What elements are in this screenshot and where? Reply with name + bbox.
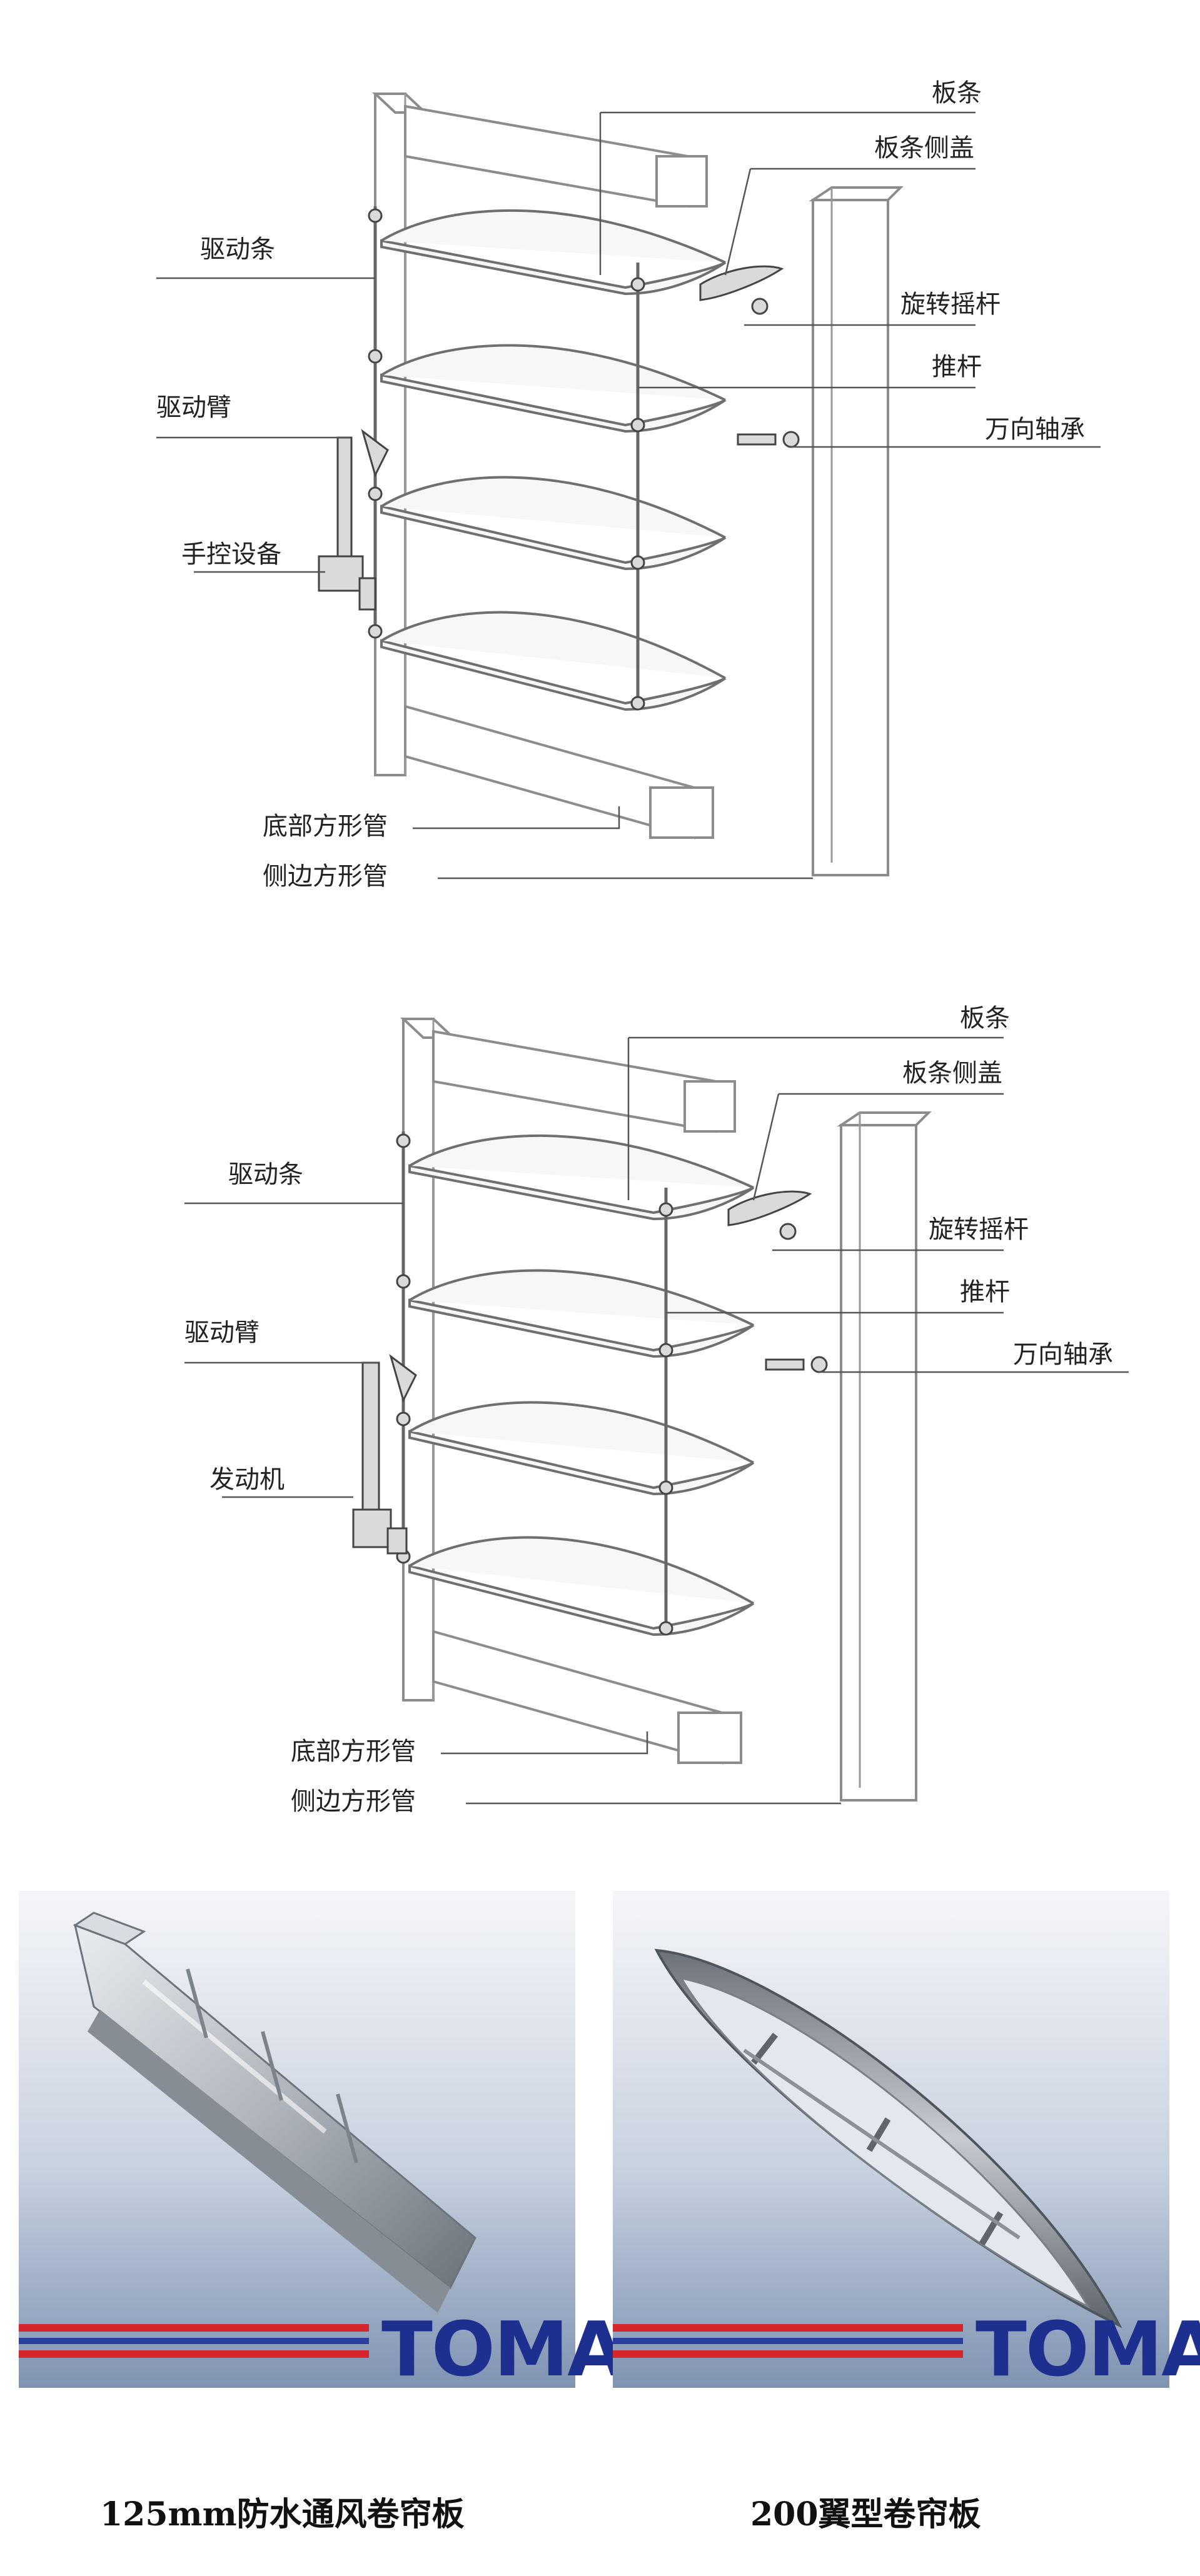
label-bottom-square-tube-2: 底部方形管: [291, 1737, 416, 1766]
label-drive-bar: 驱动条: [200, 235, 275, 264]
hinge-nodes-2: [396, 1133, 673, 1636]
slat-4: [380, 611, 727, 711]
brand-logo-2: TOMA: [976, 2307, 1200, 2393]
left-vertical-tube: [371, 93, 429, 776]
bottom-square-tube: [404, 704, 714, 839]
label-rotary-rocker-2: 旋转摇杆: [929, 1215, 1029, 1244]
top-square-tube-2: [432, 1030, 736, 1133]
label-push-rod: 推杆: [932, 353, 982, 381]
exploded-side-cover: [699, 265, 800, 448]
exploded-side-cover-2: [727, 1190, 828, 1373]
brand-stripes-1: [19, 2324, 369, 2358]
label-side-square-tube: 侧边方形管: [263, 862, 388, 891]
label-side-square-tube-2: 侧边方形管: [291, 1787, 416, 1816]
manual-device: [318, 429, 389, 611]
label-slat-side-cover: 板条侧盖: [874, 134, 974, 163]
profile-125mm-image: [73, 1912, 476, 2313]
slat-1: [380, 209, 727, 296]
label-slat-2: 板条: [960, 1004, 1010, 1033]
brand-stripes-2: [613, 2324, 963, 2358]
label-push-rod-2: 推杆: [960, 1278, 1010, 1306]
label-slat: 板条: [932, 79, 982, 108]
label-drive-arm-2: 驱动臂: [184, 1318, 260, 1347]
slat-2-3: [408, 1401, 755, 1496]
label-bottom-square-tube: 底部方形管: [263, 812, 388, 841]
hinge-nodes: [368, 208, 645, 711]
brand-logo-1: TOMA: [381, 2307, 625, 2393]
label-motor: 发动机: [209, 1465, 285, 1494]
product-panel-1: TOMA: [19, 1891, 627, 2393]
side-square-tube: [809, 186, 904, 876]
label-rotary-rocker: 旋转摇杆: [900, 290, 1001, 319]
slat-3: [380, 476, 727, 571]
caption-2: 200翼型卷帘板: [750, 2495, 981, 2533]
diagram-manual: 板条 板条侧盖 驱动条 旋转摇杆 推杆 驱动臂 万向轴承 手控设备 底部方形管 …: [156, 79, 1101, 891]
left-vertical-tube-2: [400, 1018, 457, 1701]
motor-unit: [352, 1354, 417, 1555]
bottom-square-tube-2: [432, 1630, 742, 1765]
caption-1: 125mm防水通风卷帘板: [100, 2495, 465, 2533]
slat-2-4: [408, 1536, 755, 1636]
label-universal-bearing-2: 万向轴承: [1013, 1340, 1113, 1369]
label-drive-arm: 驱动臂: [156, 393, 231, 422]
label-drive-bar-2: 驱动条: [228, 1160, 303, 1189]
label-manual-device: 手控设备: [181, 540, 281, 569]
profile-200-airfoil-image: [654, 1948, 1122, 2328]
label-universal-bearing: 万向轴承: [985, 415, 1085, 444]
top-square-tube: [404, 104, 708, 208]
product-panel-2: TOMA: [613, 1891, 1200, 2393]
slat-2-1: [408, 1134, 755, 1221]
label-slat-side-cover-2: 板条侧盖: [902, 1059, 1002, 1088]
side-square-tube-2: [837, 1111, 932, 1802]
diagram-motor: 板条 板条侧盖 驱动条 旋转摇杆 推杆 驱动臂 万向轴承 发动机 底部方形管 侧…: [184, 1004, 1129, 1816]
leader-lines-motor: [184, 1036, 1129, 1805]
leader-lines-manual: [156, 111, 1101, 880]
